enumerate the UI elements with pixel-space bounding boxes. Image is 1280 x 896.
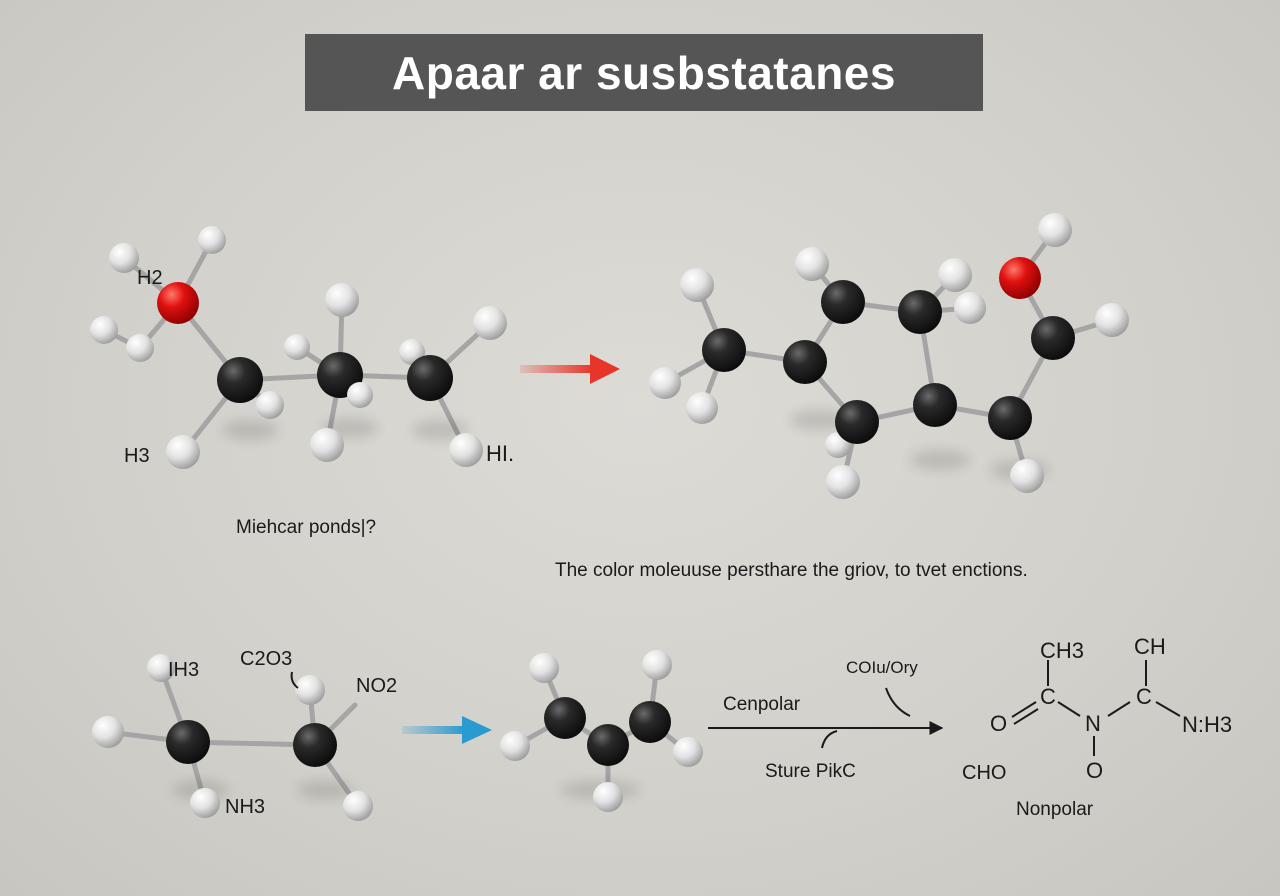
bottom-left-molecule: IH3 C2O3 NO2 NH3 <box>92 648 397 821</box>
top-left-caption: Miehcar ponds|? <box>236 517 376 538</box>
formula-o-left: O <box>990 711 1007 736</box>
formula-cho: CHO <box>962 762 1006 784</box>
structural-formula: CH3 CH O C N C N:H3 O CHO Nonpolar <box>962 634 1232 820</box>
formula-ch: CH <box>1134 634 1166 659</box>
label-cenpolar: Cenpolar <box>723 694 801 715</box>
label-sture: Sture PikC <box>765 761 856 782</box>
formula-c-right: C <box>1136 684 1152 709</box>
formula-o-bottom: O <box>1086 758 1103 783</box>
top-right-molecule <box>649 213 1129 499</box>
label-coiu: COIu/Ory <box>846 658 918 677</box>
formula-nh3: N:H3 <box>1182 712 1232 737</box>
blue-arrow-icon <box>402 716 492 744</box>
page-title: Apaar ar susbstatanes <box>392 46 896 99</box>
label-c2o3: C2O3 <box>240 648 292 670</box>
top-left-molecule: H2 H3 HI. Miehcar ponds|? <box>90 226 514 538</box>
formula-ch3: CH3 <box>1040 638 1084 663</box>
label-no2: NO2 <box>356 675 397 697</box>
label-nonpolar: Nonpolar <box>1016 799 1094 820</box>
label-h2: H2 <box>137 267 163 289</box>
formula-c-left: C <box>1040 684 1056 709</box>
label-h3: H3 <box>124 445 150 467</box>
title-banner: Apaar ar susbstatanes <box>305 34 983 111</box>
black-arrow-icon <box>708 687 944 749</box>
top-right-caption: The color moleuuse persthare the griov, … <box>555 560 1028 581</box>
label-hi: HI. <box>486 441 514 466</box>
red-arrow-icon <box>520 354 620 384</box>
bottom-middle-molecule <box>500 650 703 812</box>
label-ih3: IH3 <box>168 659 199 681</box>
label-nh3: NH3 <box>225 796 265 818</box>
formula-n: N <box>1085 711 1101 736</box>
